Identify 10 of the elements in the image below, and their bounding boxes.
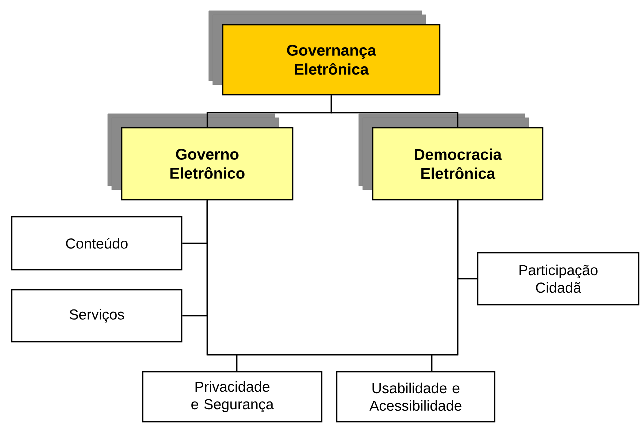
heading-box: Democracia Eletrônica [358,114,544,201]
heading-box: Governo Eletrônico [108,114,294,201]
topic-box: Participação Cidadã [477,252,640,306]
connector-line [330,96,459,128]
topic-box: Usabilidade e Acessibilidade [336,371,496,423]
topic-box: Privacidade e Segurança [142,371,323,423]
topic-box: Serviços [11,289,183,343]
heading-box: Governança Eletrônica [208,10,441,96]
topic-box: Conteúdo [11,216,183,271]
connector-line [431,200,459,372]
